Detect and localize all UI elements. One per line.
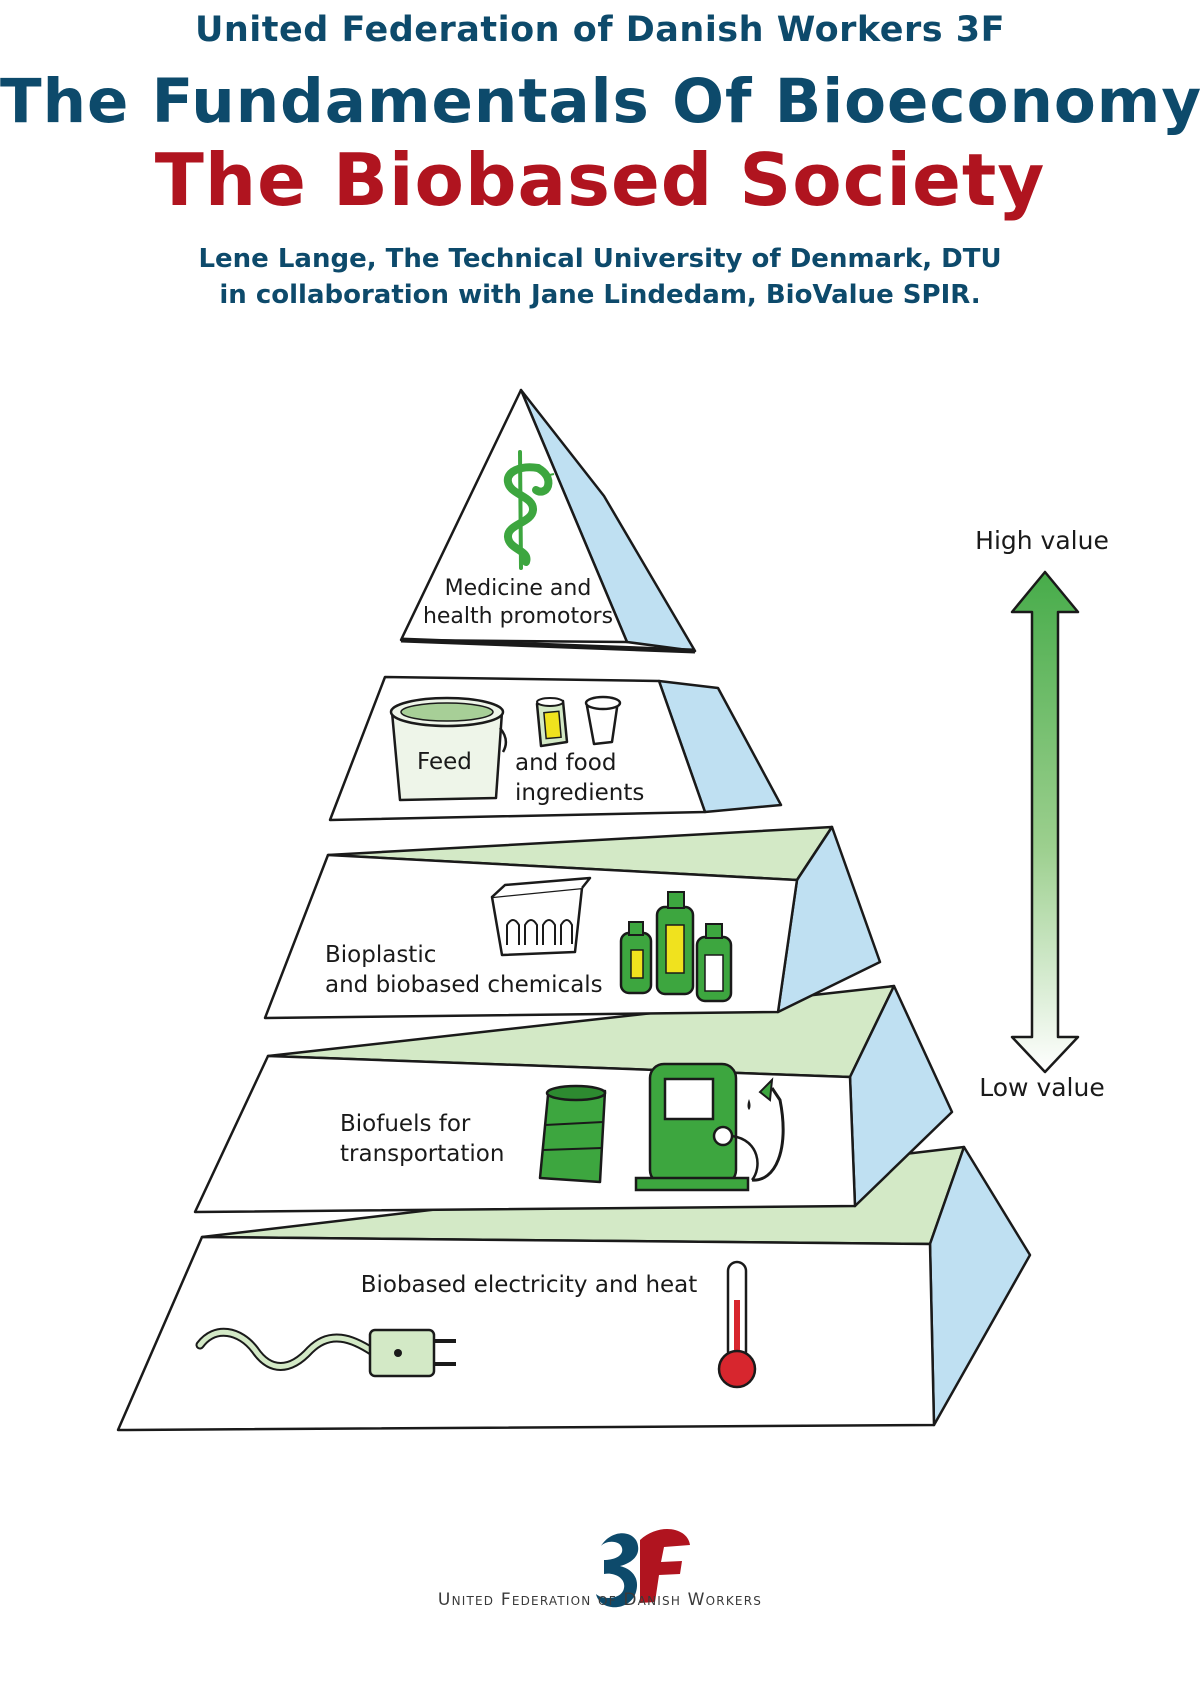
tier-bioplastic: Bioplastic and biobased chemicals [263, 825, 882, 1020]
tier-biofuels: Biofuels for transportation [193, 984, 954, 1214]
subtitle: The Biobased Society [154, 138, 1046, 222]
tier-medicine: Medicine and health promotors [399, 388, 697, 654]
high-value-label: High value [975, 526, 1109, 555]
fuel-pump-icon [634, 1062, 785, 1192]
tier-electricity-label: Biobased electricity and heat [361, 1272, 698, 1298]
value-double-arrow [1010, 570, 1080, 1074]
feed-bucket-icon [389, 696, 508, 802]
tier-bioplastic-label-2: and biobased chemicals [325, 972, 603, 998]
bottle-icon [619, 891, 733, 1003]
organization-title: United Federation of Danish Workers 3F [194, 10, 1006, 50]
main-title: The Fundamentals Of Bioeconomy [0, 66, 1200, 137]
footer-org-name: United Federation of Danish Workers [437, 1590, 763, 1610]
tier-bioplastic-label-1: Bioplastic [325, 942, 436, 968]
can-icon [535, 697, 569, 748]
tier-medicine-label-1: Medicine and [445, 576, 592, 601]
oil-barrel-icon [538, 1084, 607, 1184]
cup-icon [584, 695, 622, 746]
tier-biofuels-label-1: Biofuels for [340, 1111, 471, 1137]
tier-medicine-label-2: health promotors [423, 604, 613, 629]
caduceus-snake-icon [503, 450, 555, 570]
tier-feed-food: Feed and food ingredients [328, 675, 783, 822]
author-line-2: in collaboration with Jane Lindedam, Bio… [219, 280, 981, 310]
author-line-1: Lene Lange, The Technical University of … [198, 244, 1002, 274]
plastic-basket-icon [490, 876, 592, 957]
tier-feed-label-1: Feed [417, 749, 472, 775]
tier-feed-label-2: and food [515, 750, 616, 776]
3f-logo: 3F [596, 1529, 690, 1608]
low-value-label: Low value [979, 1073, 1104, 1102]
tier-feed-label-3: ingredients [515, 780, 644, 806]
thermometer-icon [717, 1260, 757, 1389]
tier-biofuels-label-2: transportation [340, 1141, 504, 1167]
value-scale: High value Low value [975, 526, 1109, 1102]
power-plug-icon [195, 1327, 456, 1378]
